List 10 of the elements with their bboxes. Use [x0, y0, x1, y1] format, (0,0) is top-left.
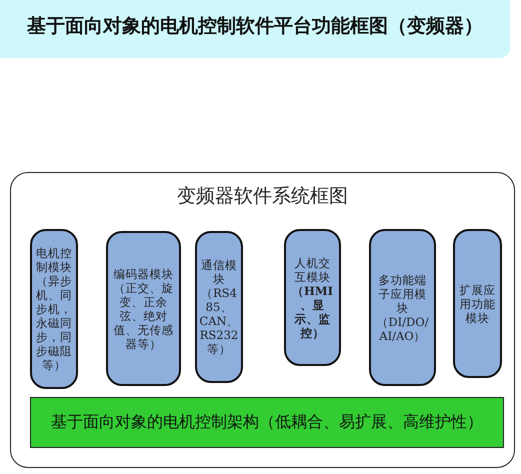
- module-box: 通信模块（RS485、CAN、RS232等）: [195, 231, 243, 383]
- module-box: 扩展应用功能模块: [453, 229, 502, 378]
- architecture-bar: 基于面向对象的电机控制架构（低耦合、易扩展、高维护性）: [30, 397, 504, 448]
- module-box: 人机交互模块（HMI、显示、监控）: [284, 229, 341, 366]
- frame-heading: 变频器软件系统框图: [176, 184, 349, 209]
- system-frame: [10, 172, 515, 468]
- module-box: 多功能端子应用模块（DI/DO/AI/AO）: [369, 229, 436, 386]
- title: 基于面向对象的电机控制软件平台功能框图（变频器）: [26, 14, 484, 39]
- module-box: 编码器模块（正交、旋变、正余弦、绝对值、无传感器等）: [106, 231, 181, 386]
- module-box: 电机控制模块（异步机、同步机，永磁同步，同步磁阻等）: [30, 229, 78, 389]
